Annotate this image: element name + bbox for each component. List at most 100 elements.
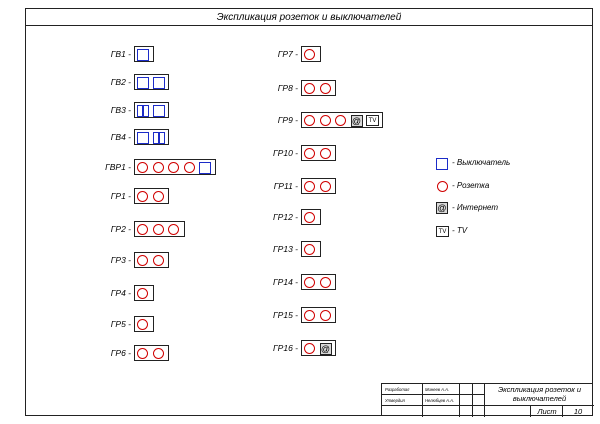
- group-frame: [134, 252, 169, 268]
- socket-icon: [319, 181, 331, 192]
- stamp-developed-name: Минеев А.А.: [425, 387, 450, 392]
- group-label: ГВ4 -: [110, 132, 131, 142]
- group-frame: [134, 102, 169, 118]
- socket-icon: [137, 319, 148, 330]
- group-frame: [301, 307, 336, 323]
- stamp-developed-label: Разработал: [385, 387, 410, 392]
- tv-outlet-icon: TV: [366, 115, 379, 126]
- group-label: ГР1 -: [110, 191, 131, 201]
- double-switch-icon: [152, 131, 165, 144]
- socket-icon: [183, 162, 195, 173]
- socket-icon: [319, 148, 331, 159]
- internet-outlet-icon: @: [319, 342, 332, 355]
- socket-icon: [152, 162, 164, 173]
- double-switch-icon: [137, 104, 149, 117]
- group-label: ГР13 -: [273, 244, 298, 254]
- group-frame: [134, 221, 185, 237]
- switch-icon: [137, 76, 149, 89]
- group-frame: [134, 345, 169, 361]
- group-label: ГВ1 -: [110, 49, 131, 59]
- socket-icon: [304, 181, 315, 192]
- stamp-vline-2: [459, 384, 460, 417]
- socket-icon: [335, 115, 346, 126]
- stamp-vline-5: [530, 405, 531, 417]
- stamp-vline-4: [484, 384, 485, 417]
- socket-icon: [137, 224, 148, 235]
- group-frame: [134, 74, 169, 90]
- group-label: ГР11 -: [273, 181, 298, 191]
- sheet-title: Экспликация розеток и выключателей: [216, 12, 402, 23]
- socket-icon: [319, 83, 331, 94]
- stamp-hline-2: [382, 405, 594, 406]
- group-label: ГР7 -: [277, 49, 298, 59]
- group-label: ГР10 -: [273, 148, 298, 158]
- switch-icon: [137, 131, 149, 144]
- socket-icon: [168, 224, 179, 235]
- socket-icon: [152, 255, 164, 266]
- legend-socket-icon: [437, 181, 448, 192]
- group-label: ГР15 -: [273, 310, 298, 320]
- stamp-sheet-number: 10: [573, 407, 583, 416]
- stamp-hline-1: [382, 394, 484, 395]
- group-frame: [134, 188, 169, 204]
- title-rule: [25, 25, 593, 26]
- group-label: ГР4 -: [110, 288, 131, 298]
- group-frame: [301, 209, 321, 225]
- socket-icon: [137, 288, 148, 299]
- socket-icon: [304, 277, 315, 288]
- group-label: ГР3 -: [110, 255, 131, 265]
- socket-icon: [137, 191, 148, 202]
- group-label: ГР12 -: [273, 212, 298, 222]
- stamp-vline-1: [422, 384, 423, 417]
- group-label: ГВ2 -: [110, 77, 131, 87]
- group-frame: @: [301, 340, 336, 356]
- socket-icon: [304, 244, 315, 255]
- internet-outlet-icon: @: [350, 114, 363, 127]
- switch-icon: [137, 48, 149, 61]
- socket-icon: [319, 277, 331, 288]
- group-frame: @TV: [301, 112, 383, 128]
- group-label: ГР14 -: [273, 277, 298, 287]
- legend-internet-icon: @: [436, 202, 448, 214]
- group-frame: [301, 178, 336, 194]
- switch-icon: [152, 104, 165, 117]
- legend-switch-icon: [436, 158, 448, 170]
- group-frame: [134, 46, 154, 62]
- stamp-approved-label: Утвердил: [385, 398, 405, 403]
- socket-icon: [137, 348, 148, 359]
- socket-icon: [304, 83, 315, 94]
- socket-icon: [319, 310, 331, 321]
- switch-icon: [152, 76, 165, 89]
- group-frame: [301, 145, 336, 161]
- socket-icon: [304, 49, 315, 60]
- group-frame: [134, 316, 154, 332]
- group-label: ГВР1 -: [105, 162, 131, 172]
- group-label: ГР8 -: [277, 83, 298, 93]
- group-frame: [301, 241, 321, 257]
- group-label: ГР2 -: [110, 224, 131, 234]
- group-label: ГР9 -: [277, 115, 298, 125]
- socket-icon: [168, 162, 179, 173]
- stamp-vline-6: [562, 405, 563, 417]
- socket-icon: [304, 115, 315, 126]
- legend-internet-text: - Интернет: [452, 203, 498, 212]
- group-label: ГР16 -: [273, 343, 298, 353]
- stamp-approved-name: Нелюбцев А.А.: [425, 398, 455, 403]
- stamp-sheet-label: Лист: [537, 407, 557, 416]
- legend-tv-text: - TV: [452, 226, 468, 235]
- socket-icon: [152, 348, 164, 359]
- socket-icon: [304, 148, 315, 159]
- legend-switch-text: - Выключатель: [452, 158, 511, 167]
- socket-icon: [319, 115, 331, 126]
- socket-icon: [152, 191, 164, 202]
- socket-icon: [304, 343, 315, 354]
- socket-icon: [304, 212, 315, 223]
- group-frame: [134, 159, 216, 175]
- stamp-vline-3: [472, 384, 473, 417]
- group-frame: [134, 285, 154, 301]
- group-label: ГР6 -: [110, 348, 131, 358]
- group-frame: [301, 274, 336, 290]
- group-frame: [301, 80, 336, 96]
- group-frame: [301, 46, 321, 62]
- drawing-frame: [25, 8, 593, 416]
